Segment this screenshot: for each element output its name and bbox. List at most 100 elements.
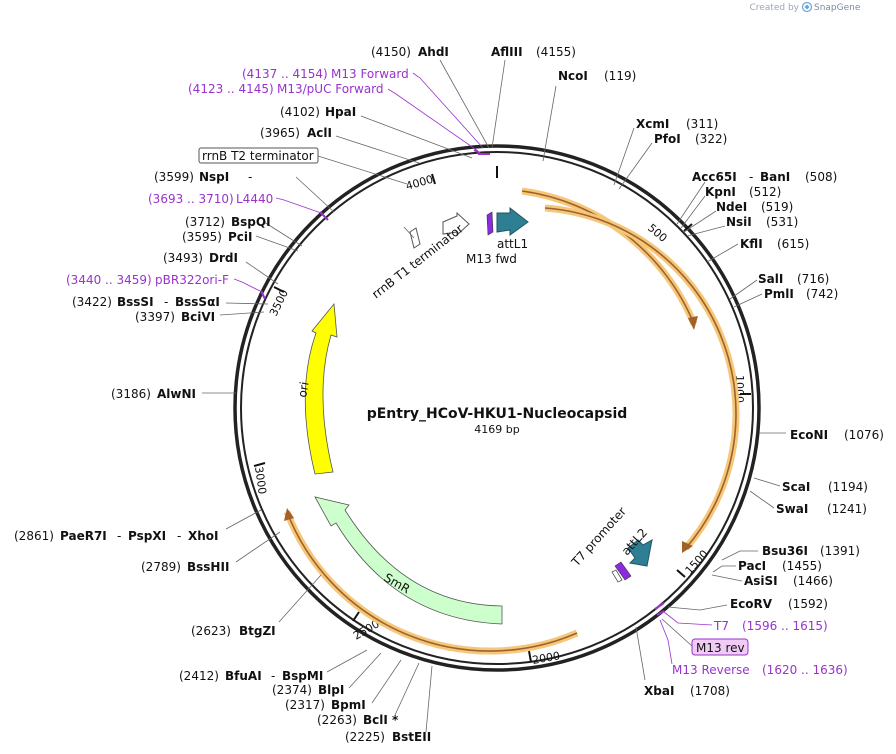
enzyme-label-bcivi: BciVI [181, 310, 215, 324]
enzyme-label-pspxi: PspXI [128, 529, 166, 543]
feature-label-m13-fwd: M13 fwd [466, 252, 517, 266]
enzyme-pos-nsii: (531) [766, 215, 798, 229]
enzyme-label-econi: EcoNI [790, 428, 828, 442]
feature-label-ori: ori [295, 381, 311, 399]
enzyme-label-asisi: AsiSI [744, 574, 778, 588]
attl2-feature-arrow [627, 539, 653, 567]
enzyme-label-ecorv: EcoRV [730, 597, 773, 611]
tick-mark-3000 [253, 462, 266, 467]
enzyme-label-bani: BanI [760, 170, 790, 184]
enzyme-pos-paer7i: (2861) [14, 529, 54, 543]
branding-app-name: SnapGene [814, 3, 861, 13]
enzyme-pos-pcii: (3595) [182, 230, 222, 244]
enzyme-pos-bfuai: (2412) [179, 669, 219, 683]
enzyme-pos-sali: (716) [797, 272, 829, 286]
primer-label-t7: T7 [713, 619, 729, 633]
enzyme-label-blpi: BlpI [318, 683, 344, 697]
svg-text:-: - [117, 529, 121, 543]
enzyme-pos-xbai: (1708) [690, 684, 730, 698]
tick-label-3000: 3000 [252, 466, 269, 496]
enzyme-pos-paci: (1455) [782, 559, 822, 573]
enzyme-pos-blpi: (2374) [272, 683, 312, 697]
t7-promoter-arrow [611, 569, 623, 583]
orf-arrowhead-outer-icon [688, 316, 698, 330]
svg-text:-: - [749, 170, 753, 184]
tick-mark-500 [683, 223, 693, 232]
primer-label-m13-forward: M13 Forward [331, 67, 409, 81]
enzyme-pos-afliii: (4155) [536, 45, 576, 59]
enzyme-pos-bcli: (2263) [317, 713, 357, 727]
rrnb-t1-terminator-arrow [442, 211, 470, 237]
enzyme-label-hpai: HpaI [325, 105, 356, 119]
enzyme-pos-scai: (1194) [828, 480, 868, 494]
enzyme-pos-ecorv: (1592) [788, 597, 828, 611]
enzyme-label-nsii: NsiI [726, 215, 752, 229]
tick-mark-1500 [676, 569, 686, 578]
enzyme-label-kpni: KpnI [705, 185, 736, 199]
enzyme-label-bcli: BclI * [363, 713, 399, 727]
enzyme-pos-bspqi: (3599) [154, 170, 194, 184]
primer-range-l4440: (3693 .. 3710) [148, 192, 234, 206]
tick-mark-4000 [431, 173, 436, 185]
enzyme-label-afliii: AflIII [491, 45, 523, 59]
enzyme-pos-ncoi: (119) [604, 69, 636, 83]
rrnb-t2-terminator-arrow [409, 227, 421, 249]
svg-text:-: - [164, 295, 168, 309]
orf-arc-main [544, 204, 740, 553]
enzyme-pos-swai: (1241) [827, 502, 867, 516]
feature-label-m13-rev: M13 rev [696, 641, 745, 655]
primer-range-t7: (1596 .. 1615) [742, 619, 828, 633]
enzyme-label-bsssai: BssSαI [175, 295, 220, 309]
primer-mark-m13-puc-forward [473, 149, 481, 154]
enzyme-label-xcmi: XcmI [636, 117, 669, 131]
enzyme-label-bsteii: BstEII [392, 730, 431, 744]
enzyme-pos-bsssi: (3422) [72, 295, 112, 309]
feature-label-attl1: attL1 [497, 237, 528, 251]
enzyme-pos-kfli: (615) [777, 237, 809, 251]
m13-rev-primer-bar [614, 561, 632, 581]
primer-range-m13-puc-forward: (4123 .. 4145) [188, 82, 274, 96]
enzyme-pos-nspi: (3712) [185, 215, 225, 229]
enzyme-pos-bsu36i: (1391) [820, 544, 860, 558]
primer-range-m13-reverse: (1620 .. 1636) [762, 663, 848, 677]
feature-label-rrnb-t2: rrnB T2 terminator [202, 149, 314, 163]
svg-text:-: - [271, 669, 275, 683]
enzyme-pos-bsshii: (2789) [141, 560, 181, 574]
orf-arrowhead-main-icon [682, 541, 693, 553]
tick-label-3500: 3500 [267, 287, 291, 318]
smr-feature-arrow [314, 496, 503, 625]
plasmid-length: 4169 bp [474, 423, 519, 436]
snapgene-logo [801, 1, 813, 13]
enzyme-label-btgzi: BtgZI [239, 624, 276, 638]
m13-fwd-primer-bar [486, 211, 494, 236]
enzyme-pos-ndei: (519) [761, 200, 793, 214]
primer-mark-l4440 [319, 211, 329, 221]
tick-label-2000: 2000 [531, 649, 561, 667]
primer-mark-t7 [654, 602, 665, 610]
enzyme-label-drdi: DrdI [209, 251, 238, 265]
enzyme-label-xhoi: XhoI [188, 529, 219, 543]
svg-text:-: - [177, 529, 181, 543]
enzyme-pos-pmli: (742) [806, 287, 838, 301]
enzyme-pos-psteii: (2225) [345, 730, 385, 744]
primer-label-l4440: L4440 [236, 192, 273, 206]
orf-arc-bottom [283, 508, 579, 655]
backbone-inner [240, 151, 754, 665]
enzyme-pos-pfoi: (322) [695, 132, 727, 146]
enzyme-label-pmli: PmlI [764, 287, 794, 301]
enzyme-label-bsshii: BssHII [187, 560, 229, 574]
tick-mark-3500 [273, 286, 285, 293]
primer-label-m13-reverse: M13 Reverse [672, 663, 750, 677]
primer-mark-pbr322ori-f [260, 290, 266, 300]
enzyme-pos-xcmi: (311) [686, 117, 718, 131]
enzyme-label-pcii: PciI [228, 230, 253, 244]
primer-mark-m13-reverse [656, 610, 665, 616]
primer-label-m13-puc-forward: M13/pUC Forward [277, 82, 384, 96]
orf-arrowhead-bottom-icon [284, 508, 294, 521]
snapgene-logo-icon [801, 1, 813, 13]
enzyme-pos-acc65i: (508) [805, 170, 837, 184]
enzyme-label-bsssi: BssSI [117, 295, 154, 309]
enzyme-label-bsu36i: Bsu36I [762, 544, 808, 558]
enzyme-label-swai: SwaI [776, 502, 808, 516]
